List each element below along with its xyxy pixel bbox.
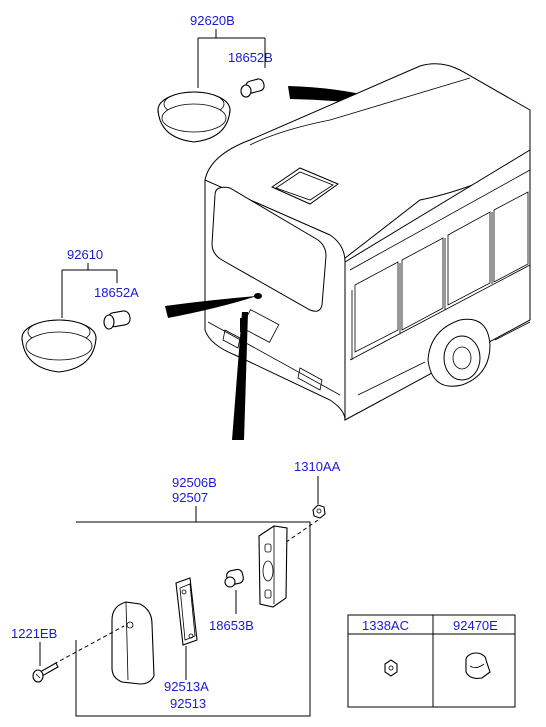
- leader-lines-92610: [61, 263, 118, 318]
- clip-1338AC-icon: [384, 659, 398, 677]
- lens-92513A[interactable]: [175, 577, 198, 646]
- label-92620B[interactable]: 92620B: [190, 13, 235, 28]
- parts-legend-table: 1338AC 92470E: [347, 614, 516, 708]
- pointer-arrow-down: [232, 312, 248, 440]
- license-lamp-group: 92506B 92507 1310AA 18653B: [11, 459, 341, 717]
- dome-lamp-front-group: 92610 18652A: [21, 247, 262, 440]
- bus-wheel: [427, 318, 491, 387]
- label-92610[interactable]: 92610: [67, 247, 103, 262]
- label-18652A[interactable]: 18652A: [94, 285, 139, 300]
- label-92506B[interactable]: 92506B: [172, 475, 217, 490]
- bulb-18653B[interactable]: [224, 568, 244, 588]
- label-18652B[interactable]: 18652B: [228, 50, 273, 65]
- leader-lines-92620B: [197, 29, 266, 88]
- label-1310AA[interactable]: 1310AA: [294, 459, 341, 474]
- lamp-92620B[interactable]: [157, 91, 231, 143]
- grommet-92470E-icon: [465, 652, 491, 679]
- screw-1221EB[interactable]: [32, 662, 59, 683]
- legend-col-1338AC[interactable]: 1338AC: [362, 618, 409, 633]
- label-18653B[interactable]: 18653B: [209, 618, 254, 633]
- lamp-cover-92507[interactable]: [111, 601, 155, 685]
- legend-col-92470E[interactable]: 92470E: [453, 618, 498, 633]
- label-92513A[interactable]: 92513A: [164, 679, 209, 694]
- bus-rear-illustration: [204, 63, 531, 421]
- lamp-housing-92506B[interactable]: [258, 525, 288, 608]
- pointer-arrow-middle: [165, 296, 257, 318]
- label-1221EB[interactable]: 1221EB: [11, 626, 57, 641]
- assembly-box: [75, 521, 311, 717]
- label-92513[interactable]: 92513: [170, 696, 206, 711]
- lamp-92610[interactable]: [21, 319, 97, 373]
- label-92507[interactable]: 92507: [172, 490, 208, 505]
- nut-1310AA[interactable]: [312, 504, 326, 519]
- bulb-18652B[interactable]: [240, 78, 265, 98]
- bulb-18652A[interactable]: [103, 310, 131, 330]
- dome-lamp-rear-group: 92620B 18652B: [157, 13, 452, 143]
